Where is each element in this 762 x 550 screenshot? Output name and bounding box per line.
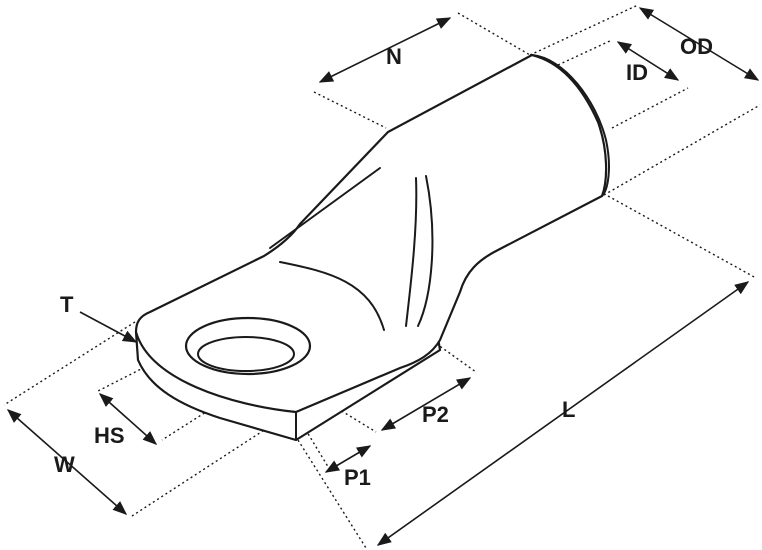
l-arrow bbox=[376, 281, 750, 546]
hs-arrow bbox=[98, 393, 158, 445]
taper-line-4 bbox=[417, 175, 434, 327]
taper-line-1 bbox=[269, 167, 381, 249]
label-id: ID bbox=[626, 60, 648, 85]
label-n: N bbox=[386, 44, 402, 69]
label-p1: P1 bbox=[344, 465, 371, 490]
p1-arrow bbox=[324, 445, 372, 473]
stud-hole-inner bbox=[197, 336, 295, 372]
stud-hole bbox=[184, 316, 312, 376]
label-t: T bbox=[60, 292, 74, 317]
label-od: OD bbox=[680, 34, 713, 59]
label-l: L bbox=[562, 397, 575, 422]
taper-line-2 bbox=[279, 261, 385, 331]
taper-line-3 bbox=[405, 177, 418, 327]
id-arrow bbox=[616, 41, 680, 81]
dimension-labels: N OD ID T HS W P1 P2 L bbox=[54, 34, 713, 490]
od-arrow bbox=[638, 7, 760, 81]
barrel-end bbox=[531, 54, 610, 197]
w-arrow bbox=[6, 409, 128, 515]
label-hs: HS bbox=[94, 423, 125, 448]
n-arrow bbox=[318, 17, 452, 83]
dimension-arrows bbox=[6, 7, 760, 546]
label-w: W bbox=[54, 452, 75, 477]
label-p2: P2 bbox=[422, 402, 449, 427]
cable-lug bbox=[134, 53, 610, 442]
t-arrow bbox=[79, 311, 138, 343]
